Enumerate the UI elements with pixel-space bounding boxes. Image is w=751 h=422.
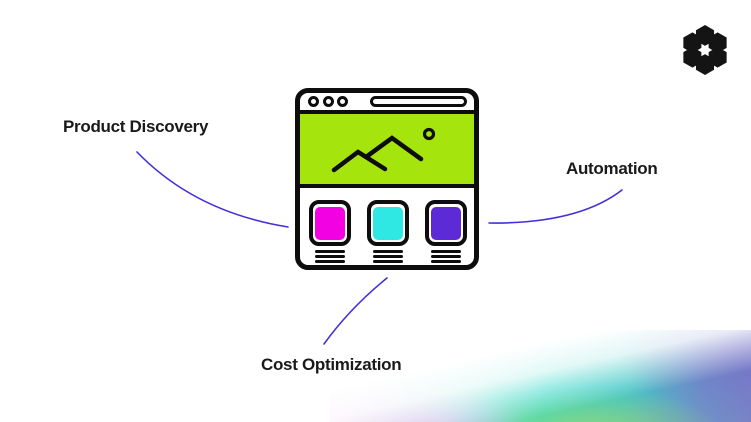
card-text-line [315,250,345,253]
mountain-icon [363,135,424,162]
card-text-line [315,255,345,258]
gradient-accent [330,330,751,422]
label-product-discovery: Product Discovery [63,117,209,136]
card-thumbnail [373,206,403,240]
window-dot [308,96,319,107]
card-thumbnail [315,206,345,240]
label-automation: Automation [566,159,658,178]
card-text-lines [425,250,467,263]
card-frame [425,200,467,246]
window-dot [322,96,334,107]
hex-flower-logo-icon [683,25,727,75]
card-text-line [431,255,461,258]
card-text-line [373,260,403,263]
feature-card [425,200,467,265]
card-text-line [373,255,403,258]
window-dot [337,96,348,107]
card-text-lines [367,250,409,263]
feature-card [367,200,409,265]
connector-automation [488,189,623,224]
url-bar [370,96,467,107]
label-cost-optimization: Cost Optimization [261,355,402,374]
card-text-line [431,260,461,263]
card-frame [309,200,351,246]
sun-icon [422,127,436,141]
hero-image [300,114,474,188]
browser-window-illustration [295,88,479,270]
card-text-line [373,250,403,253]
browser-cards-row [300,188,474,265]
connector-product-discovery [136,151,289,228]
card-text-lines [309,250,351,263]
hero-background [300,114,474,184]
card-thumbnail [431,206,461,240]
card-frame [367,200,409,246]
feature-card [309,200,351,265]
mountain-icon [331,149,388,173]
browser-topbar [300,93,474,114]
hex-flower-logo-path [683,25,727,75]
card-text-line [315,260,345,263]
card-text-line [431,250,461,253]
